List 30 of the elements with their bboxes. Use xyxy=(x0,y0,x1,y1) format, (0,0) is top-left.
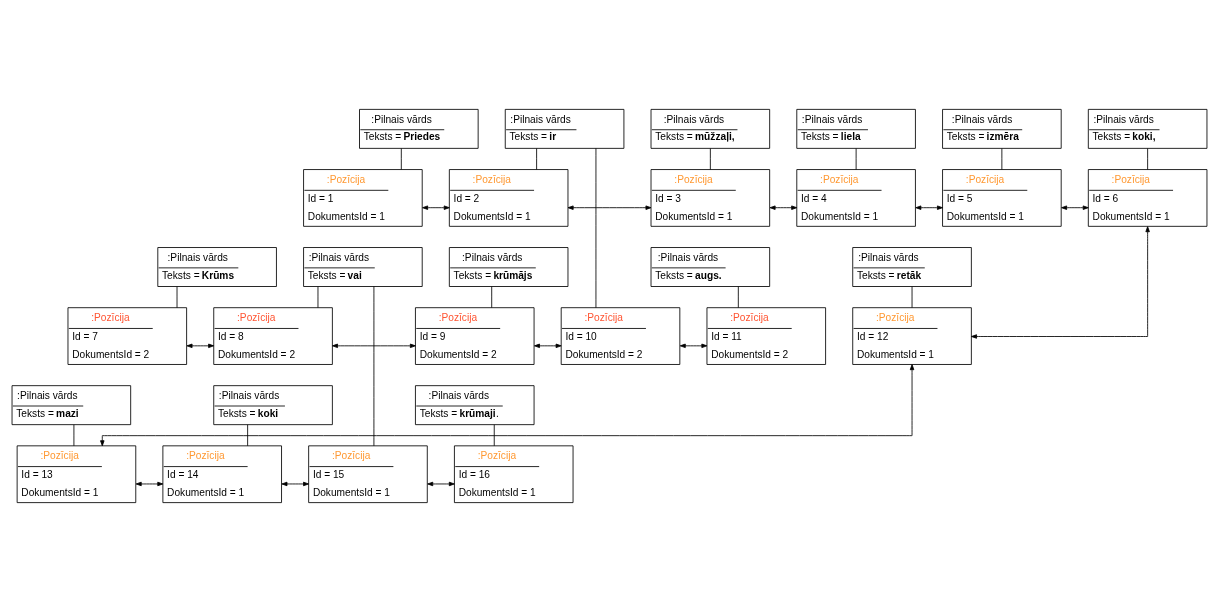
connector xyxy=(1147,147,1149,170)
arrow xyxy=(1061,205,1089,210)
connector xyxy=(176,285,178,308)
arrow xyxy=(135,481,164,486)
connector xyxy=(491,285,493,308)
connector xyxy=(493,423,495,446)
connector xyxy=(400,147,402,170)
arrow xyxy=(100,363,915,446)
connector xyxy=(911,285,913,308)
arrow xyxy=(679,343,708,348)
connector xyxy=(595,147,597,308)
arrow xyxy=(186,343,215,348)
arrow xyxy=(971,225,1150,339)
arrow xyxy=(427,481,455,486)
connector xyxy=(73,423,75,446)
connector xyxy=(855,147,857,170)
arrow xyxy=(422,205,450,210)
connector xyxy=(247,423,249,446)
arrow xyxy=(332,343,416,348)
arrow xyxy=(567,205,652,210)
connector xyxy=(317,285,319,308)
arrow xyxy=(769,205,798,210)
connector xyxy=(709,147,711,170)
connector xyxy=(536,147,538,170)
arrow xyxy=(534,343,562,348)
arrow xyxy=(281,481,309,486)
connector xyxy=(1001,147,1003,170)
connector xyxy=(373,285,375,446)
arrow xyxy=(915,205,943,210)
connector xyxy=(737,285,739,308)
